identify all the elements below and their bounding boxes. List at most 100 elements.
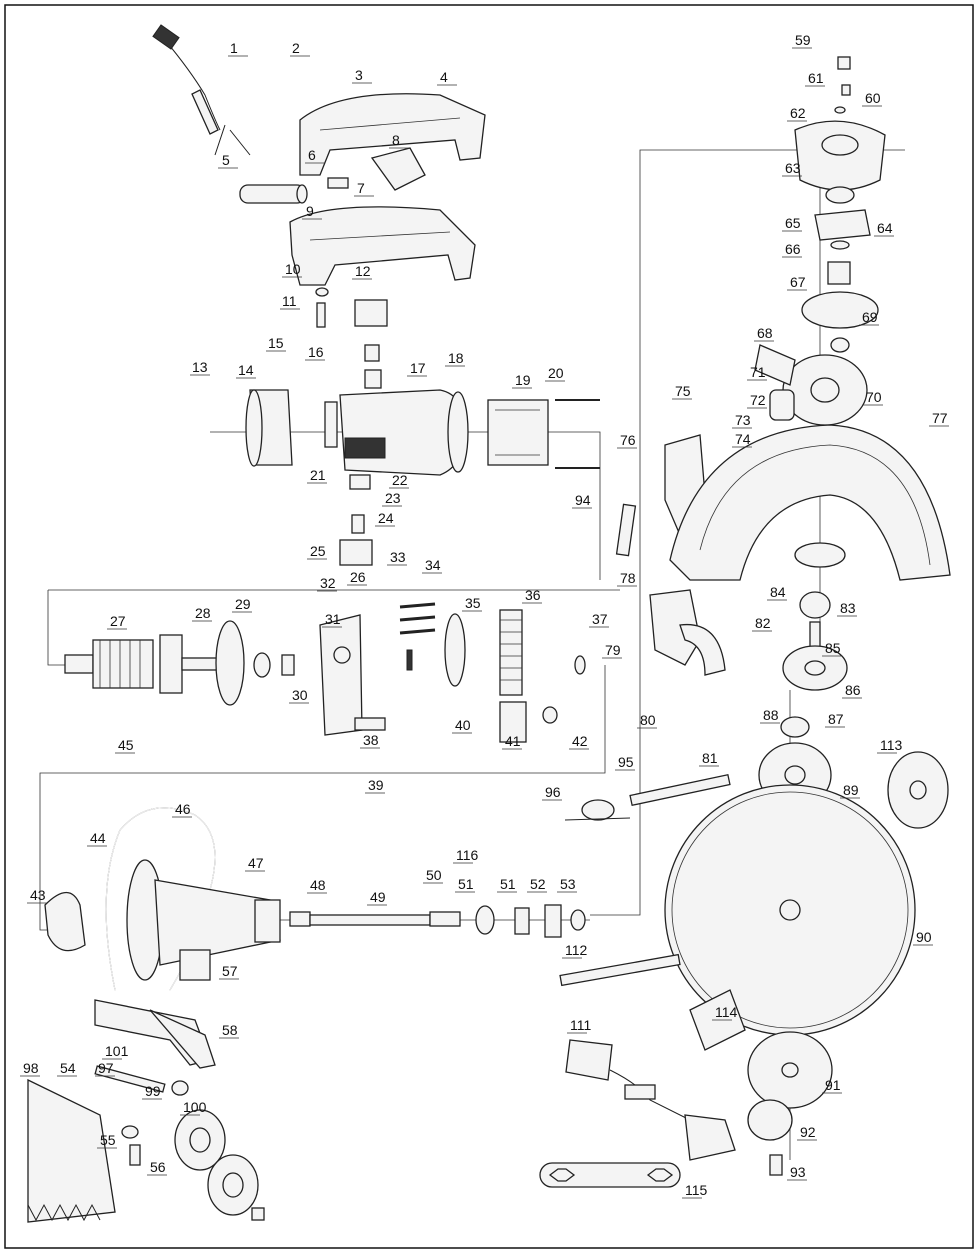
blade-guard (669, 424, 951, 581)
part-label: 74 (735, 431, 751, 447)
part-label: 98 (23, 1060, 39, 1076)
oil-cap (837, 56, 851, 70)
part-label: 31 (325, 611, 341, 627)
screw-set (399, 602, 436, 635)
armature (64, 634, 223, 694)
part-label: 89 (843, 782, 859, 798)
wheel (174, 1109, 226, 1171)
part-label: 82 (755, 615, 771, 631)
part-label: 6 (308, 147, 316, 163)
part-label: 81 (702, 750, 718, 766)
lower-gear-case (754, 344, 868, 426)
part-label: 57 (222, 963, 238, 979)
part-label: 42 (572, 733, 588, 749)
part-label: 37 (592, 611, 608, 627)
saw-blade (664, 784, 916, 1036)
part-label: 51 (500, 876, 516, 892)
part-label: 61 (808, 70, 824, 86)
washer (171, 1080, 189, 1096)
bearing (281, 654, 295, 676)
switch-block (327, 147, 426, 191)
part-label: 100 (183, 1099, 207, 1115)
baffle-plate (215, 620, 245, 706)
brush-cover (354, 299, 388, 327)
part-label: 16 (308, 344, 324, 360)
bearing (799, 591, 831, 619)
gear-wheel (801, 291, 879, 329)
fan-baffle (324, 401, 338, 448)
bearing (475, 905, 495, 935)
part-labels: 1 2 3 4 5 6 7 8 9 10 11 12 13 14 15 16 1… (20, 32, 949, 1199)
part-label: 99 (145, 1083, 161, 1099)
bearing (542, 706, 558, 724)
part-label: 76 (620, 432, 636, 448)
part-label: 44 (90, 830, 106, 846)
bearing (253, 652, 271, 678)
part-label: 86 (845, 682, 861, 698)
part-label: 48 (310, 877, 326, 893)
part-label: 26 (350, 569, 366, 585)
link-bar (94, 1065, 166, 1093)
drive-plate (814, 209, 871, 241)
part-label: 58 (222, 1022, 238, 1038)
part-label: 36 (525, 587, 541, 603)
part-label: 84 (770, 584, 786, 600)
part-label: 24 (378, 510, 394, 526)
part-label: 56 (150, 1159, 166, 1175)
spring (841, 84, 851, 96)
field-coil (487, 399, 549, 466)
part-label: 51 (458, 876, 474, 892)
part-label: 93 (790, 1164, 806, 1180)
part-label: 72 (750, 392, 766, 408)
part-label: 96 (545, 784, 561, 800)
part-label: 9 (306, 203, 314, 219)
part-label: 54 (60, 1060, 76, 1076)
part-label: 38 (363, 732, 379, 748)
part-label: 8 (392, 132, 400, 148)
gear (499, 609, 523, 696)
part-label: 64 (877, 220, 893, 236)
part-label: 50 (426, 867, 442, 883)
wrench (539, 1162, 681, 1188)
part-label: 43 (30, 887, 46, 903)
part-label: 101 (105, 1043, 129, 1059)
part-label: 23 (385, 490, 401, 506)
part-label: 5 (222, 152, 230, 168)
part-label: 29 (235, 596, 251, 612)
motor-end-cap (245, 389, 293, 467)
bevel-gear (544, 904, 562, 938)
part-label: 18 (448, 350, 464, 366)
part-label: 69 (862, 309, 878, 325)
part-label: 41 (505, 733, 521, 749)
part-label: 49 (370, 889, 386, 905)
part-label: 62 (790, 105, 806, 121)
part-label: 114 (715, 1004, 738, 1020)
part-label: 94 (575, 492, 591, 508)
part-label: 68 (757, 325, 773, 341)
part-label: 60 (865, 90, 881, 106)
nut (315, 287, 329, 297)
part-label: 113 (880, 737, 903, 753)
power-cord (152, 24, 251, 156)
part-label: 111 (570, 1017, 591, 1033)
upper-gear-case (794, 120, 886, 191)
part-label: 45 (118, 737, 134, 753)
water-tube (615, 503, 637, 557)
part-label: 46 (175, 801, 191, 817)
nozzle (679, 623, 726, 676)
part-label: 91 (825, 1077, 841, 1093)
gearbox-arm (126, 859, 281, 981)
screw (316, 302, 326, 328)
part-label: 78 (620, 570, 636, 586)
cord-sleeve (239, 184, 308, 204)
part-label: 25 (310, 543, 326, 559)
part-label: 97 (98, 1060, 114, 1076)
water-tube (559, 953, 681, 987)
part-label: 59 (795, 32, 811, 48)
part-label: 34 (425, 557, 441, 573)
wheel (207, 1154, 259, 1216)
part-label: 30 (292, 687, 308, 703)
part-label: 115 (685, 1182, 708, 1198)
part-label: 20 (548, 365, 564, 381)
motor-housing (339, 389, 469, 476)
